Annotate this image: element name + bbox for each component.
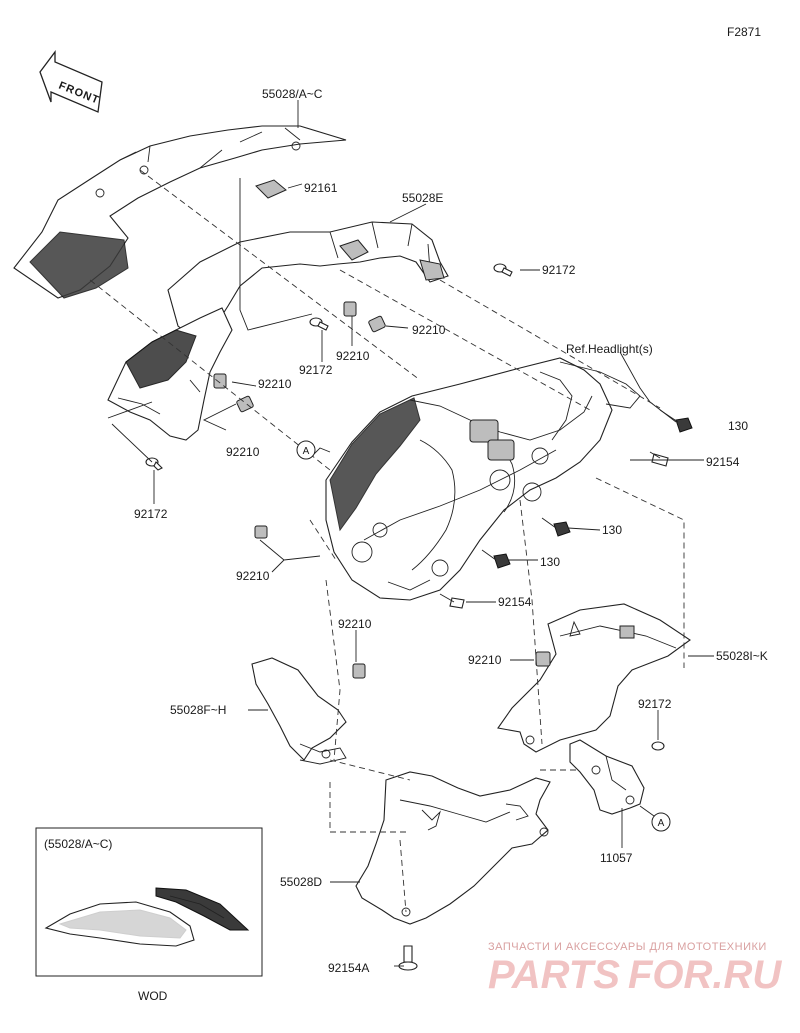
label-55028e: 55028E <box>402 191 443 205</box>
watermark-tagline: ЗАПЧАСТИ И АКСЕССУАРЫ ДЛЯ МОТОТЕХНИКИ <box>488 941 767 953</box>
middle-cowl-55028e <box>167 221 449 341</box>
side-cowl-55028-i-k <box>497 603 691 753</box>
label-92210: 92210 <box>336 349 370 363</box>
reference-lines <box>89 169 685 913</box>
label-92210: 92210 <box>236 569 270 583</box>
label-55028d: 55028D <box>280 875 322 889</box>
label-92154: 92154 <box>706 455 740 469</box>
screw-icon <box>493 263 513 277</box>
side-cowl-55028-f-h <box>251 657 347 765</box>
label-92172: 92172 <box>638 697 672 711</box>
label-92154a: 92154A <box>328 961 369 975</box>
bolt-icon <box>649 451 669 467</box>
clip-nut-icon <box>368 315 386 333</box>
bolt-icon <box>398 945 418 971</box>
inner-side-panel <box>107 307 233 441</box>
clip-92161 <box>255 179 287 199</box>
part-labels: 55028/A~C 92161 55028E 92172 92172 92210… <box>134 87 768 975</box>
label-130: 130 <box>728 419 748 433</box>
label-92172: 92172 <box>542 263 576 277</box>
label-92172: 92172 <box>299 363 333 377</box>
callout-a-label: A <box>658 818 665 829</box>
inset-caption: WOD <box>138 989 168 1003</box>
screw-icon <box>651 741 665 751</box>
label-130: 130 <box>602 523 622 537</box>
bracket-11057 <box>569 739 645 815</box>
clip-nut-icon <box>254 525 268 539</box>
label-92161: 92161 <box>304 181 338 195</box>
figure-code: F2871 <box>727 25 761 39</box>
lower-cowl-55028d <box>355 771 551 925</box>
watermark: ЗАПЧАСТИ И АКСЕССУАРЫ ДЛЯ МОТОТЕХНИКИ PA… <box>488 941 782 997</box>
screw-icon <box>145 457 163 471</box>
callout-a-label: A <box>303 446 310 457</box>
screws-92172 <box>145 263 665 751</box>
bolt-icon <box>481 549 511 569</box>
clip-nut-icon <box>535 651 551 667</box>
label-92210: 92210 <box>258 377 292 391</box>
label-92210: 92210 <box>412 323 446 337</box>
clip-nuts <box>213 301 551 679</box>
label-92210: 92210 <box>226 445 260 459</box>
label-92154: 92154 <box>498 595 532 609</box>
label-55028-f-h: 55028F~H <box>170 703 226 717</box>
front-arrow-icon: FRONT <box>39 50 103 113</box>
watermark-brand-right: FOR.RU <box>628 953 782 997</box>
clip-nut-icon <box>213 373 227 389</box>
label-ref-headlight: Ref.Headlight(s) <box>566 342 653 356</box>
bolt-icon <box>541 517 571 537</box>
inset-title: (55028/A~C) <box>44 837 112 851</box>
watermark-brand-left: PARTS <box>488 953 620 997</box>
label-92210: 92210 <box>468 653 502 667</box>
upper-cowl-55028-a-c <box>13 125 347 299</box>
inset-panel: (55028/A~C) WOD <box>35 827 263 1003</box>
label-92172: 92172 <box>134 507 168 521</box>
label-55028-a-c: 55028/A~C <box>262 87 323 101</box>
callout-a-lower: A <box>639 805 671 832</box>
bolt-icon <box>439 593 465 609</box>
leader-lines <box>107 100 714 967</box>
screw-icon <box>309 317 329 331</box>
label-130: 130 <box>540 555 560 569</box>
label-92210: 92210 <box>338 617 372 631</box>
callout-a-upper: A <box>296 440 316 460</box>
clip-nut-icon <box>343 301 357 317</box>
label-55028-i-k: 55028I~K <box>716 649 768 663</box>
clip-nut-icon <box>236 395 254 413</box>
headlight-assembly <box>325 357 641 601</box>
clip-nut-icon <box>352 663 366 679</box>
label-11057: 11057 <box>600 851 633 865</box>
bolts <box>398 409 693 971</box>
